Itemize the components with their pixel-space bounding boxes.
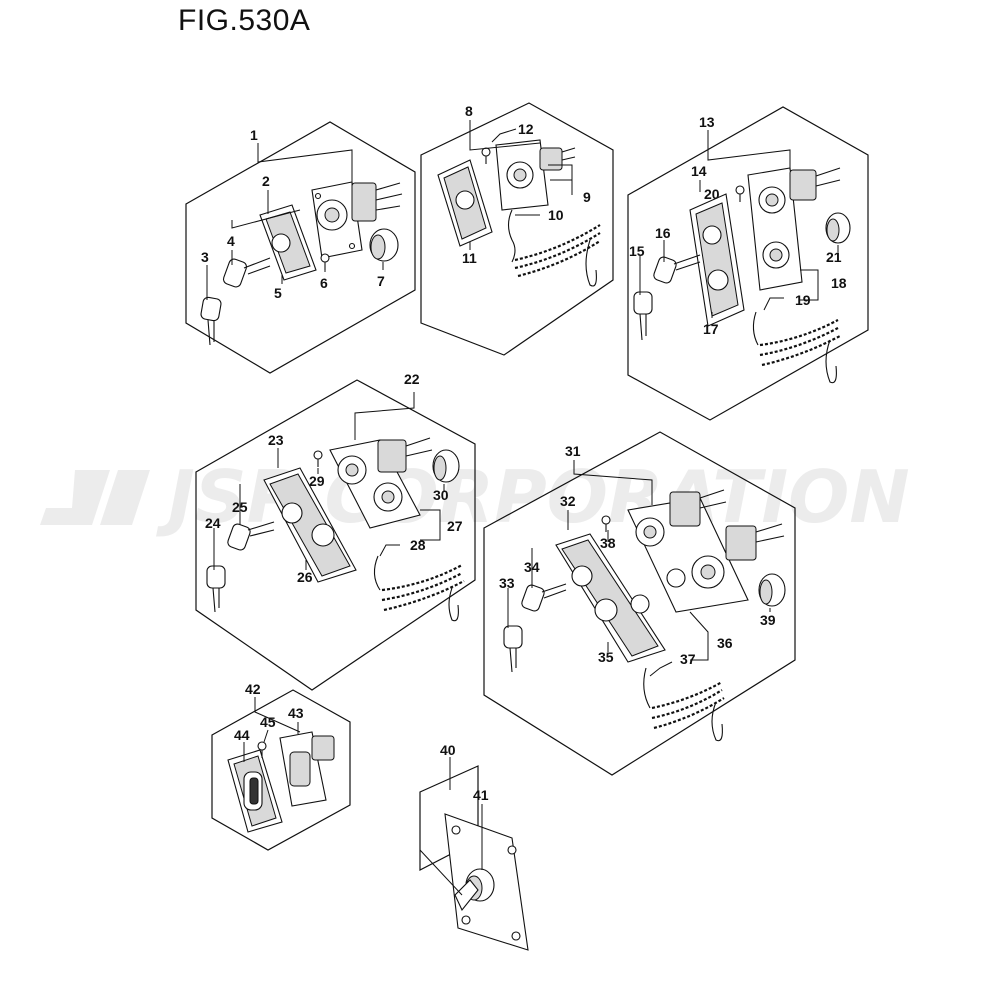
key-switch-body [311, 181, 403, 259]
callout-23: 23 [268, 432, 284, 448]
callout-1: 1 [250, 127, 258, 143]
keys [200, 257, 271, 346]
stop-switch-body [495, 139, 576, 211]
callout-16: 16 [655, 225, 671, 241]
callout-4: 4 [227, 233, 235, 249]
keys [633, 254, 701, 341]
callout-25: 25 [232, 499, 248, 515]
callout-19: 19 [795, 292, 811, 308]
callout-14: 14 [691, 163, 707, 179]
callout-9: 9 [583, 189, 591, 205]
callout-41: 41 [473, 787, 489, 803]
callout-29: 29 [309, 473, 325, 489]
callout-35: 35 [598, 649, 614, 665]
group-13-key-and-stop-switch [627, 106, 869, 421]
dual-switch-body [747, 167, 841, 291]
group-1-single-key-switch [185, 121, 416, 374]
figure-title: FIG.530A [178, 4, 311, 37]
callout-26: 26 [297, 569, 313, 585]
twin-cover-plate [263, 467, 357, 583]
callout-10: 10 [548, 207, 564, 223]
callout-13: 13 [699, 114, 715, 130]
lanyard-cord [752, 311, 841, 384]
callout-20: 20 [704, 186, 720, 202]
callout-36: 36 [717, 635, 733, 651]
callout-38: 38 [600, 535, 616, 551]
callout-2: 2 [262, 173, 270, 189]
screw [735, 185, 745, 202]
callout-24: 24 [205, 515, 221, 531]
group-22-twin-key-panel [195, 379, 476, 691]
triple-switch-body [627, 489, 785, 613]
callout-labels: 1 2 3 4 5 6 7 8 9 10 11 12 13 14 15 16 1… [201, 103, 847, 803]
callout-44: 44 [234, 727, 250, 743]
callout-17: 17 [703, 321, 719, 337]
lanyard-cord [507, 209, 601, 287]
rubber-cap [432, 449, 460, 483]
callout-11: 11 [462, 250, 477, 266]
watermark-logo [40, 470, 150, 525]
callout-45: 45 [260, 714, 276, 730]
lanyard-cord [643, 667, 725, 742]
callout-6: 6 [320, 275, 328, 291]
callout-39: 39 [760, 612, 776, 628]
callout-15: 15 [629, 243, 645, 259]
switch-body [279, 731, 335, 807]
callout-27: 27 [447, 518, 463, 534]
screw [481, 147, 491, 164]
callout-34: 34 [524, 559, 540, 575]
bezel [227, 749, 283, 833]
callout-8: 8 [465, 103, 473, 119]
watermark-text: JSP CORPORATION [156, 455, 910, 539]
screw [257, 741, 267, 758]
callout-12: 12 [518, 121, 534, 137]
callout-7: 7 [377, 273, 385, 289]
screw [313, 450, 323, 467]
callout-30: 30 [433, 487, 449, 503]
callout-3: 3 [201, 249, 209, 265]
rubber-cap [758, 573, 786, 607]
callout-40: 40 [440, 742, 456, 758]
twin-switch-body [329, 437, 433, 529]
group-31-triple-switch-panel [483, 431, 796, 776]
stop-switch-plate [437, 159, 493, 247]
callout-32: 32 [560, 493, 576, 509]
lanyard-cord [373, 555, 465, 622]
group-40-rotary-switch-plate [419, 757, 529, 951]
callout-37: 37 [680, 651, 696, 667]
group-42-switch-with-bezel [211, 689, 351, 851]
callout-31: 31 [565, 443, 581, 459]
dual-cover-plate [689, 193, 745, 327]
callout-42: 42 [245, 681, 261, 697]
group-8-stop-switch [420, 102, 614, 356]
callout-43: 43 [288, 705, 304, 721]
callout-18: 18 [831, 275, 847, 291]
rubber-cap [369, 228, 399, 262]
callout-33: 33 [499, 575, 515, 591]
callout-22: 22 [404, 371, 420, 387]
keys [206, 521, 275, 613]
triple-cover-plate [555, 533, 666, 663]
keys [503, 583, 567, 673]
rubber-cap [825, 212, 851, 244]
cover-plate [259, 204, 317, 281]
screw [601, 515, 611, 532]
callout-21: 21 [826, 249, 842, 265]
rotary-knob [454, 868, 495, 912]
callout-5: 5 [274, 285, 282, 301]
callout-28: 28 [410, 537, 426, 553]
